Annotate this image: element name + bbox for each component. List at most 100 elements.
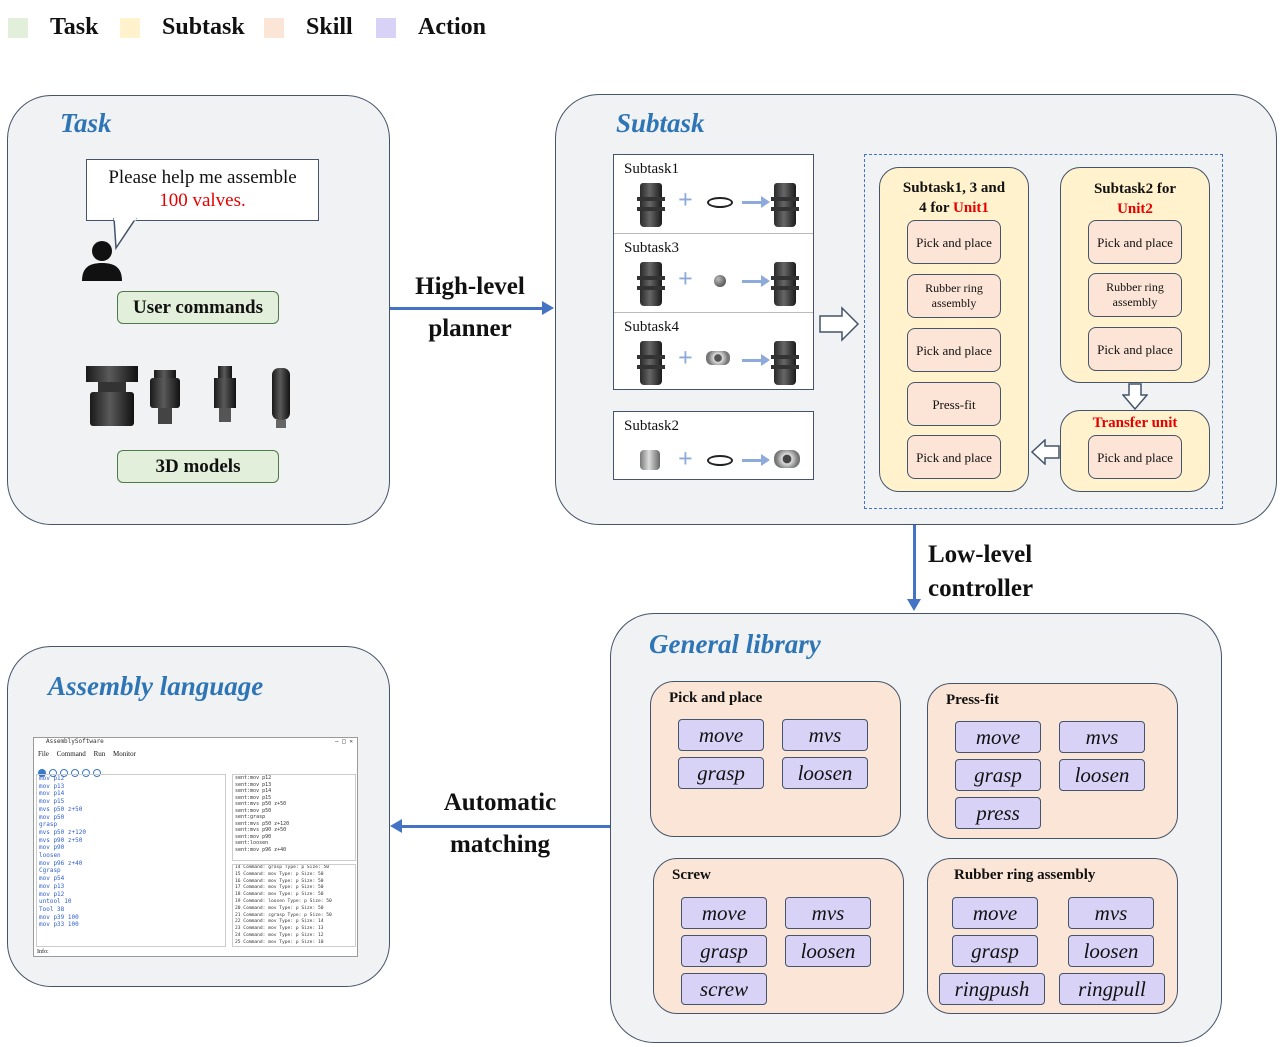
plus-icon: + (678, 185, 693, 214)
high-level-arrow-head (542, 301, 554, 315)
ring-action-ringpush: ringpush (939, 973, 1045, 1005)
menu-command[interactable]: Command (56, 750, 86, 758)
toolbar-run-icon[interactable] (38, 769, 46, 777)
sent-log-line: sent:mov p14 (235, 788, 272, 794)
window-controls[interactable]: — □ ✕ (334, 738, 353, 745)
toolbar-stop-icon[interactable] (93, 769, 101, 777)
unit2-title: Subtask2 for Unit2 (1061, 179, 1209, 219)
seat-part-icon (706, 351, 730, 365)
rubber-ring-icon (707, 455, 733, 466)
valve-assembled-icon (771, 341, 799, 385)
sent-log-line: sent:mov p15 (235, 794, 272, 801)
unit1-skill-2: Rubber ring assembly (907, 274, 1001, 318)
pick-place-action-grasp: grasp (678, 757, 764, 789)
screw-action-grasp: grasp (681, 935, 767, 967)
screw-action-screw: screw (681, 973, 767, 1005)
general-library-title: General library (649, 629, 821, 659)
hollow-arrow-down-icon (1122, 383, 1148, 411)
sent-log-line: sent:mov p13 (235, 781, 272, 788)
task-panel-title: Task (60, 108, 112, 138)
sleeve-assembled-icon (774, 450, 800, 468)
unit1-skill-5: Pick and place (907, 435, 1001, 479)
sent-log-line: sent:mov p90 (235, 833, 272, 840)
command-log-line: 16 Command: mov Type: p Size: 50 (235, 878, 324, 884)
low-level-arrow-head (907, 599, 921, 611)
command-log-line: 25 Command: mov Type: p Size: 10 (235, 939, 324, 945)
high-level-label: High-level planner (400, 266, 540, 350)
sent-log-line: sent:mvs p90 z+50 (235, 827, 287, 833)
units-dashed-box (864, 154, 1223, 509)
unit1-title-prefix: 4 for (919, 200, 954, 216)
code-line: mov p96 z+40 (39, 859, 83, 867)
command-log-line: 14 Command: grasp Type: p Size: 50 (235, 865, 330, 870)
speech-tail (113, 218, 137, 251)
command-log-line: 20 Command: mov Type: p Size: 50 (235, 905, 324, 911)
high-level-label-line-1: High-level (415, 273, 525, 300)
sent-log-line: sent:mvs p50 z+50 (235, 801, 287, 807)
menu-monitor[interactable]: Monitor (112, 750, 136, 758)
legend-task: Task (8, 14, 99, 41)
sent-log-line: sent:loosen (235, 840, 269, 846)
code-line: untool 10 (39, 898, 72, 906)
legend-task-swatch (8, 17, 28, 38)
toolbar-play-icon[interactable] (71, 769, 79, 777)
unit1-title-line-1: Subtask1, 3 and (902, 180, 1006, 196)
ring-action-mvs: mvs (1068, 897, 1154, 929)
rubber-ring-icon (707, 197, 733, 208)
arrow-right-icon (742, 275, 770, 287)
command-log-line: 19 Command: loosen Type: p Size: 50 (235, 898, 332, 904)
window-title: AssemblySoftware (46, 738, 104, 745)
subtask-2-label: Subtask2 (624, 418, 680, 434)
command-log-line: 15 Command: mov Type: p Size: 50 (235, 871, 324, 877)
legend-subtask: Subtask (120, 14, 245, 41)
press-fit-action-loosen: loosen (1059, 759, 1145, 791)
unit2-skill-3: Pick and place (1088, 327, 1182, 371)
subtask-row-3: Subtask3 + (614, 234, 813, 313)
subtask-1-label: Subtask1 (624, 161, 680, 177)
toolbar-back-icon[interactable] (60, 769, 68, 777)
menu-bar: File Command Run Monitor (34, 750, 357, 760)
unit2-name: Unit2 (1117, 201, 1153, 217)
subtask-4-label: Subtask4 (624, 319, 680, 335)
high-level-label-line-2: planner (428, 315, 512, 342)
press-fit-action-grasp: grasp (955, 759, 1041, 791)
legend-action: Action (376, 14, 486, 41)
toolbar-step-icon[interactable] (49, 769, 57, 777)
ring-action-ringpull: ringpull (1059, 973, 1165, 1005)
low-level-label-line-2: controller (928, 575, 1034, 602)
code-line: Cgrasp (39, 867, 61, 875)
screw-action-loosen: loosen (785, 935, 871, 967)
menu-file[interactable]: File (38, 750, 49, 758)
speech-bubble: Please help me assemble 100 valves. (86, 159, 319, 221)
code-line: mov p13 (39, 882, 65, 890)
toolbar-pause-icon[interactable] (82, 769, 90, 777)
press-fit-action-press: press (955, 797, 1041, 829)
valve-models-image (86, 366, 290, 428)
code-line: mov p90 (39, 844, 65, 852)
code-line: mov p15 (39, 798, 65, 806)
sent-log-line: sent:mov p50 (235, 807, 272, 814)
subtask-panel-title: Subtask (616, 108, 705, 138)
legend-skill-label: Skill (306, 14, 353, 40)
arrow-right-icon (742, 454, 770, 466)
hollow-arrow-left-icon (1031, 439, 1060, 465)
command-log-line: 21 Command: cgrasp Type: p Size: 50 (235, 912, 332, 918)
info-bar: Info: (37, 949, 49, 955)
ball-icon (714, 275, 726, 287)
code-line: mvs p90 z+50 (39, 836, 83, 844)
legend-subtask-label: Subtask (162, 14, 245, 40)
code-line: mov p13 (39, 782, 65, 790)
menu-run[interactable]: Run (93, 750, 106, 758)
assembly-language-title: Assembly language (48, 671, 264, 701)
pick-place-action-loosen: loosen (782, 757, 868, 789)
sent-log-line: sent:mvs p50 z+120 (235, 820, 290, 827)
pick-and-place-title: Pick and place (669, 690, 763, 706)
assembly-software-window: AssemblySoftware — □ ✕ File Command Run … (33, 737, 358, 957)
code-line: mov p50 (39, 813, 65, 821)
valve-assembled-icon (771, 262, 799, 306)
subtask-row-4: Subtask4 + (614, 313, 813, 391)
code-line: mov p12 (39, 775, 65, 782)
user-icon (82, 241, 122, 281)
